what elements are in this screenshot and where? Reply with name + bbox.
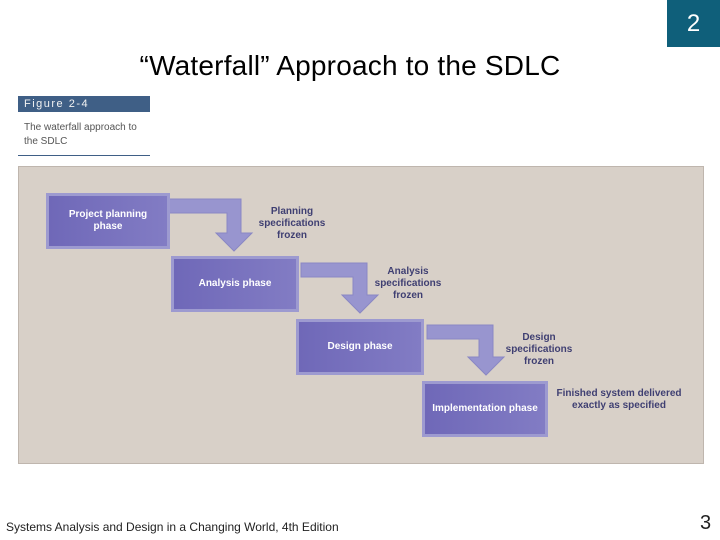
design-frozen-line-2: specifications [505, 344, 573, 355]
waterfall-diagram: Project planning phase Analysis phase De… [18, 166, 704, 464]
analysis-frozen-line-2: specifications [374, 278, 442, 289]
design-frozen-line-3: frozen [524, 356, 554, 367]
phase-project-planning-label: Project planning phase [49, 196, 167, 246]
phase-analysis-label: Analysis phase [174, 259, 296, 309]
phase-project-planning: Project planning phase [46, 193, 170, 249]
finished-system-line-2: exactly as specified [572, 400, 666, 411]
finished-system-line-1: Finished system delivered [556, 388, 682, 399]
planning-frozen-note: Planning specifications frozen [247, 206, 337, 242]
phase-design: Design phase [296, 319, 424, 375]
page-number: 3 [700, 512, 712, 534]
flow-arrow-3 [426, 324, 506, 376]
footer-text: Systems Analysis and Design in a Changin… [6, 520, 339, 534]
phase-design-label: Design phase [299, 322, 421, 372]
figure-caption-line-2: the SDLC [24, 136, 68, 147]
design-frozen-line-1: Design [522, 332, 556, 343]
flow-arrow-2 [300, 262, 380, 314]
planning-frozen-line-3: frozen [277, 230, 307, 241]
planning-frozen-line-1: Planning [270, 206, 314, 217]
design-frozen-note: Design specifications frozen [494, 332, 584, 368]
phase-implementation-label: Implementation phase [425, 384, 545, 434]
phase-implementation: Implementation phase [422, 381, 548, 437]
figure-label: Figure 2-4 [18, 96, 150, 112]
figure-caption-block: Figure 2-4 The waterfall approach to the… [18, 96, 150, 156]
slide-title: “Waterfall” Approach to the SDLC [139, 50, 561, 81]
phase-analysis: Analysis phase [171, 256, 299, 312]
analysis-frozen-line-3: frozen [393, 290, 423, 301]
flow-arrows [166, 198, 506, 376]
analysis-frozen-note: Analysis specifications frozen [363, 266, 453, 302]
figure-caption-line-1: The waterfall approach to [24, 122, 137, 133]
figure-rule [18, 155, 150, 156]
flow-arrow-1 [166, 198, 254, 252]
planning-frozen-line-2: specifications [258, 218, 326, 229]
finished-system-note: Finished system delivered exactly as spe… [549, 388, 689, 412]
analysis-frozen-line-1: Analysis [387, 266, 429, 277]
chapter-badge: 2 [667, 0, 720, 47]
figure-caption: The waterfall approach to the SDLC [18, 121, 150, 149]
